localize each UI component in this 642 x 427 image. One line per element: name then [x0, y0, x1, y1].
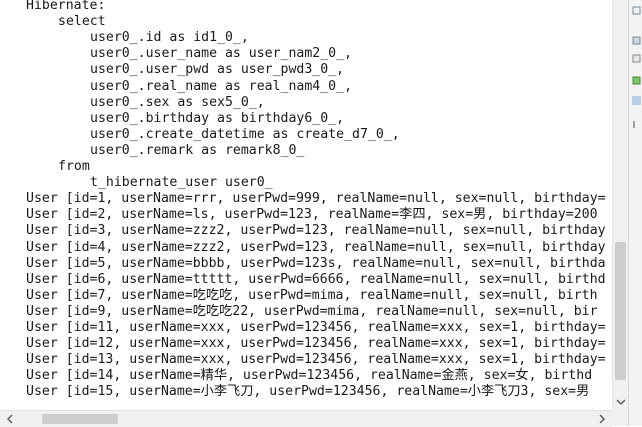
- chevron-left-icon[interactable]: [4, 413, 16, 425]
- console-line: User [id=15, userName=小李飞刀, userPwd=1234…: [26, 384, 590, 400]
- console-line: User [id=14, userName=精华, userPwd=123456…: [26, 368, 593, 384]
- console-line: User [id=13, userName=xxx, userPwd=12345…: [26, 352, 606, 368]
- toolbar-icon[interactable]: [632, 76, 641, 85]
- toolbar-icon[interactable]: [632, 36, 641, 45]
- toolbar-icon[interactable]: [632, 96, 641, 105]
- console-line: User [id=7, userName=吃吃吃, userPwd=mima, …: [26, 287, 598, 303]
- chevron-right-icon[interactable]: [596, 413, 608, 425]
- console-line: User [id=4, userName=zzz2, userPwd=123, …: [26, 239, 606, 255]
- toolbar-icon[interactable]: [632, 6, 641, 15]
- console-line: user0_.sex as sex5_0_,: [90, 94, 265, 110]
- side-toolbar: [628, 0, 642, 426]
- scrollbar-corner: [612, 410, 628, 426]
- console-line: User [id=1, userName=rrr, userPwd=999, r…: [26, 191, 606, 207]
- console-line: user0_.remark as remark8_0_: [90, 142, 305, 158]
- horizontal-scrollbar[interactable]: [0, 410, 612, 427]
- console-line: user0_.id as id1_0_,: [90, 30, 249, 46]
- console-line: User [id=12, userName=xxx, userPwd=12345…: [26, 336, 606, 352]
- horizontal-scroll-thumb[interactable]: [42, 414, 118, 424]
- console-line: User [id=6, userName=ttttt, userPwd=6666…: [26, 271, 606, 287]
- console-line: User [id=2, userName=ls, userPwd=123, re…: [26, 207, 598, 223]
- chevron-down-icon[interactable]: [615, 396, 627, 408]
- console-line: User [id=11, userName=xxx, userPwd=12345…: [26, 320, 606, 335]
- console-line: user0_.user_name as user_nam2_0_,: [90, 46, 353, 62]
- vertical-scrollbar[interactable]: [612, 0, 629, 410]
- console-line: user0_.create_datetime as create_d7_0_,: [90, 126, 400, 142]
- console-line: user0_.user_pwd as user_pwd3_0_,: [90, 62, 345, 78]
- console-line: select: [58, 14, 106, 30]
- console-line: User [id=3, userName=zzz2, userPwd=123, …: [26, 223, 606, 239]
- console-line: User [id=5, userName=bbbb, userPwd=123s,…: [26, 255, 606, 271]
- console-line: User [id=9, userName=吃吃吃22, userPwd=mima…: [26, 303, 598, 319]
- toolbar-icon[interactable]: [632, 54, 641, 63]
- console-line: Hibernate:: [26, 0, 106, 13]
- vertical-scroll-thumb[interactable]: [615, 242, 626, 380]
- console-line: user0_.real_name as real_nam4_0_,: [90, 78, 353, 94]
- console-line: t_hibernate_user user0_: [90, 175, 273, 191]
- toolbar-icon[interactable]: [632, 120, 641, 129]
- console-line: user0_.birthday as birthday6_0_,: [90, 110, 345, 126]
- console-line: from: [58, 159, 90, 174]
